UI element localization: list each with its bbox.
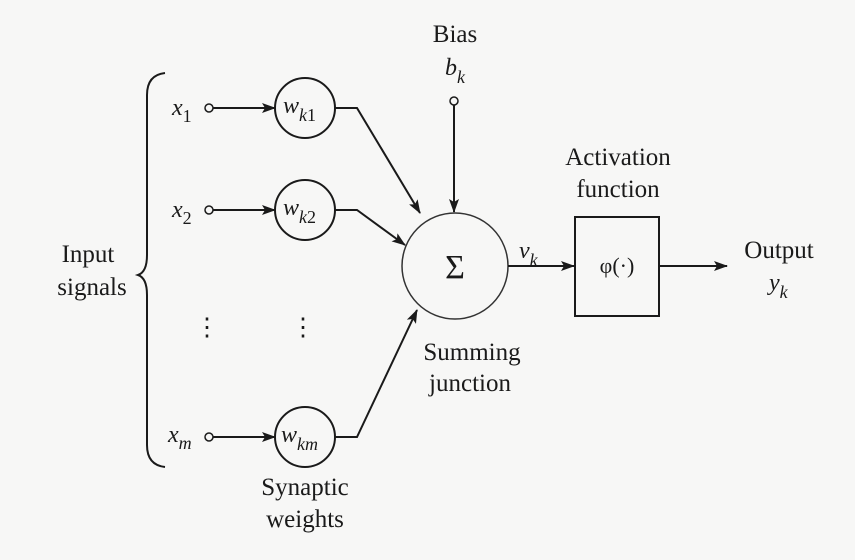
- synaptic-weights-label-1: Synaptic: [261, 474, 349, 501]
- input-row-2: x2 wk2: [171, 179, 406, 246]
- summing-junction-label-1: Summing: [423, 339, 521, 366]
- weight-wkm-label: wkm: [281, 422, 318, 454]
- sigma-symbol: Σ: [445, 249, 465, 286]
- bias-var-label: bk: [445, 55, 466, 87]
- input-signals-label-1: Input: [62, 241, 115, 268]
- output-var-label: yk: [767, 270, 789, 302]
- weight-to-sum-arrow-2: [335, 209, 406, 246]
- input-x2-label: x2: [171, 197, 192, 228]
- input-node-1: [204, 103, 214, 113]
- weight-ellipsis: ⋮: [291, 314, 316, 341]
- input-row-m: xm wkm: [167, 309, 418, 468]
- weight-wk2-label: wk2: [283, 195, 316, 227]
- input-node-2: [204, 205, 214, 215]
- input-signals-label-2: signals: [57, 274, 126, 301]
- synaptic-weights-label-2: weights: [266, 506, 344, 533]
- activation-function-label-2: function: [576, 176, 660, 203]
- weight-wk1-label: wk1: [283, 93, 316, 125]
- bias-node: [449, 96, 459, 106]
- phi-symbol: φ(·): [600, 253, 635, 278]
- weight-to-sum-arrow-1: [335, 107, 421, 214]
- input-brace: [134, 72, 166, 468]
- output-label: Output: [744, 237, 814, 264]
- input-ellipsis: ⋮: [195, 314, 220, 341]
- summing-junction-label-2: junction: [428, 370, 511, 397]
- input-node-m: [204, 432, 214, 442]
- input-x1-label: x1: [171, 95, 192, 126]
- bias-label: Bias: [433, 21, 477, 48]
- induced-field-label: vk: [519, 238, 539, 270]
- activation-function-label-1: Activation: [565, 144, 671, 171]
- input-row-1: x1 wk1: [171, 77, 421, 214]
- weight-to-sum-arrow-m: [335, 309, 418, 438]
- input-xm-label: xm: [167, 422, 192, 453]
